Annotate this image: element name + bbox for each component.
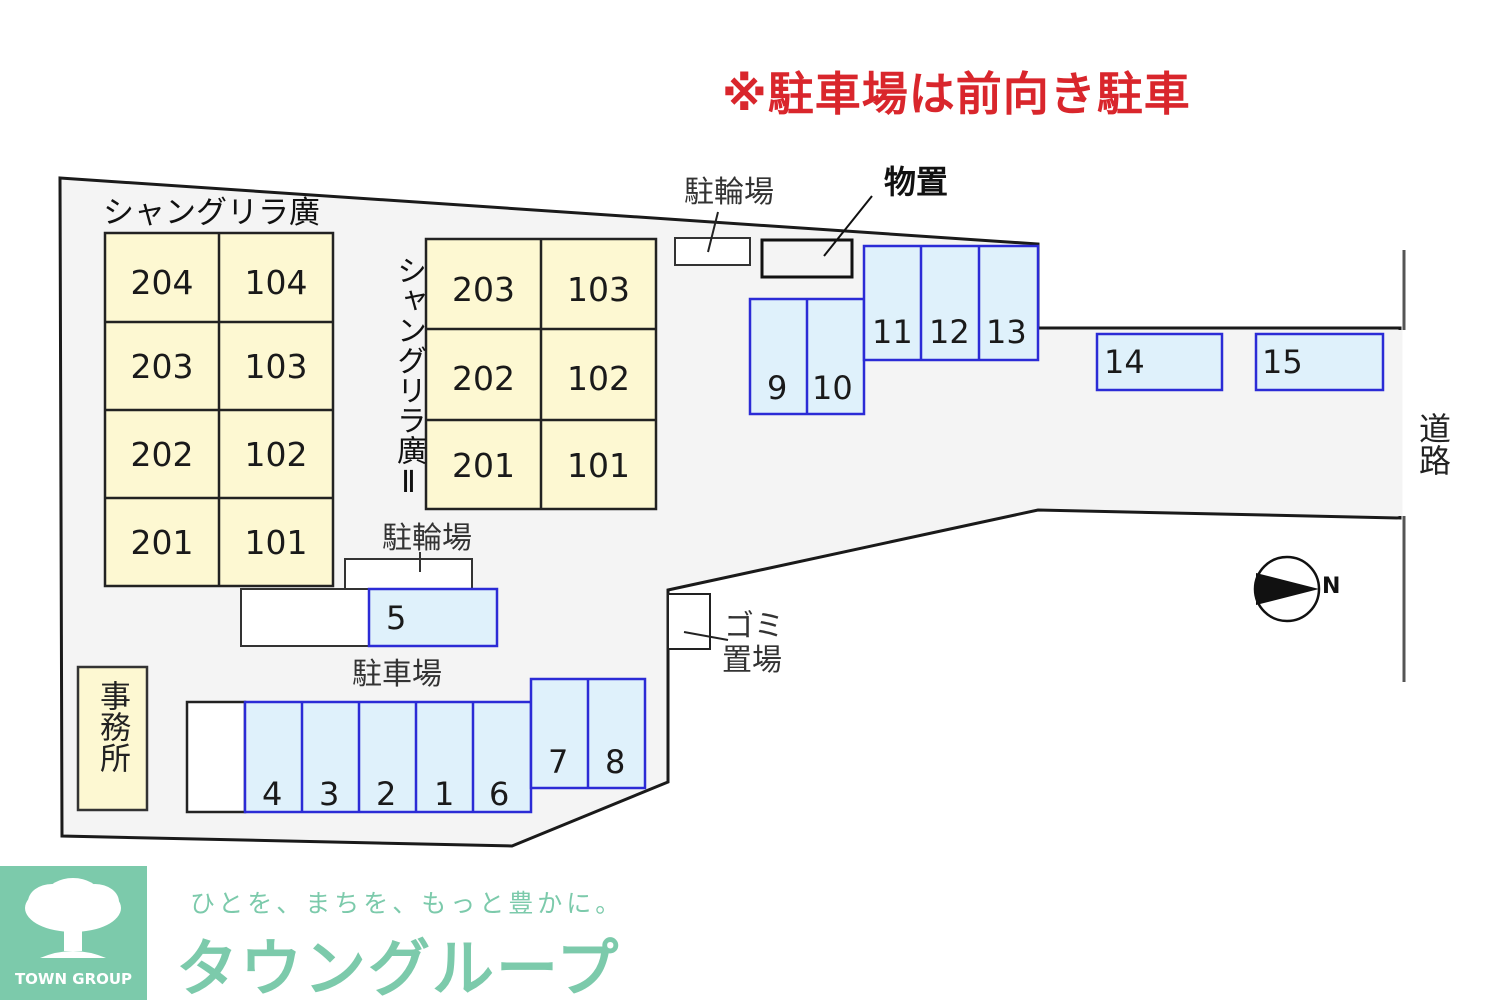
bicycle-parking-mid-box <box>344 558 473 590</box>
bicycle-parking-top-label: 駐輪場 <box>684 175 774 210</box>
parking-space-11: 11 <box>872 313 913 351</box>
unit-b2-202: 202 <box>452 358 515 398</box>
parking-notice: ※駐車場は前向き駐車 <box>722 67 1191 121</box>
parking-space-6: 6 <box>489 775 510 813</box>
logo-text: TOWN GROUP <box>14 970 133 988</box>
parking-space-13: 13 <box>986 313 1027 351</box>
parking-space-8: 8 <box>605 743 626 781</box>
building-1-name: シャングリラ廣 <box>103 195 320 231</box>
unit-b1-204: 204 <box>130 262 194 302</box>
parking-space-9: 9 <box>767 369 788 407</box>
parking-space-14: 14 <box>1104 343 1145 381</box>
tree-icon <box>25 878 121 958</box>
bicycle-parking-top-box <box>674 237 751 266</box>
parking-space-10: 10 <box>812 369 853 407</box>
unit-b2-102: 102 <box>567 358 630 398</box>
unit-b1-201: 201 <box>130 522 194 562</box>
brand-name: タウングループ <box>176 932 621 1005</box>
building-2-name: シャングリラ廣Ⅱ <box>391 255 426 500</box>
parking-space-4: 4 <box>262 775 283 813</box>
bicycle-parking-mid-label: 駐輪場 <box>382 521 472 556</box>
garbage-label-2: 置場 <box>722 643 782 678</box>
parking-space-2: 2 <box>376 775 397 813</box>
unit-b2-103: 103 <box>567 269 630 309</box>
parking-space-12: 12 <box>929 313 970 351</box>
storage-label: 物置 <box>884 163 949 201</box>
office-label: 事務所 <box>94 680 130 773</box>
storage-box <box>760 238 854 279</box>
unit-b2-203: 203 <box>452 269 515 309</box>
parking-space-15: 15 <box>1262 343 1303 381</box>
office-box <box>76 665 149 812</box>
town-group-logo: TOWN GROUP <box>0 866 147 1000</box>
parking-label: 駐車場 <box>352 657 442 692</box>
parking-space-3: 3 <box>319 775 340 813</box>
unit-b1-103: 103 <box>244 346 308 386</box>
north-label: N <box>1322 574 1341 599</box>
slogan: ひとを、まちを、もっと豊かに。 <box>190 889 625 918</box>
unit-b2-201: 201 <box>452 445 515 485</box>
parking-space-1: 1 <box>434 775 455 813</box>
compass-north-icon <box>1253 555 1321 623</box>
parking-space-7: 7 <box>548 743 569 781</box>
unit-b1-102: 102 <box>244 434 308 474</box>
unit-b1-203: 203 <box>130 346 194 386</box>
unit-b2-101: 101 <box>567 445 630 485</box>
unit-b1-202: 202 <box>130 434 194 474</box>
unit-b1-104: 104 <box>244 262 308 302</box>
parking-space-5: 5 <box>386 599 407 637</box>
garbage-label-1: ゴミ <box>724 609 784 644</box>
garbage-box <box>667 593 711 650</box>
unit-b1-101: 101 <box>244 522 308 562</box>
road-label: 道路 <box>1414 412 1452 476</box>
